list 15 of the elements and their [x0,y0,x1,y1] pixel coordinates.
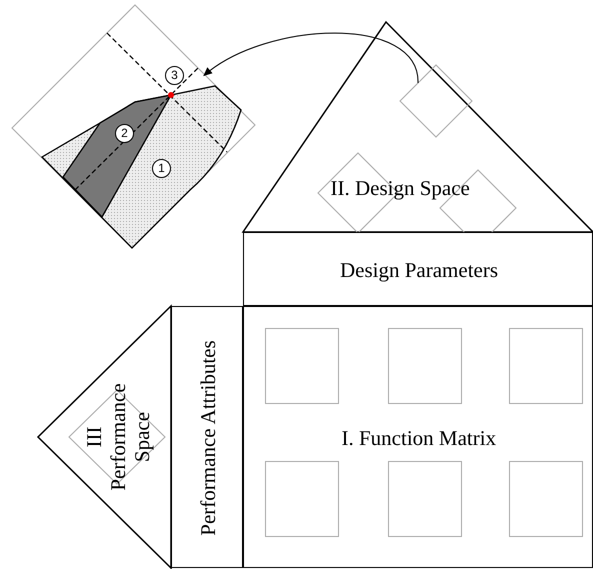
header-box [243,232,593,306]
node-label: I. Function Matrix [342,426,496,450]
node-label: III Performance Space [82,382,154,493]
arrow [203,32,418,84]
node-label: Performance Attributes [196,339,220,538]
square-outline [388,328,462,404]
node-label: Design Parameters [340,258,498,282]
column-box [171,306,243,568]
square-outline [265,328,339,404]
square-outline [509,328,583,404]
matrix-box [243,306,593,568]
square-outline [509,461,583,537]
square-outline [265,461,339,537]
square-outline [388,461,462,537]
node-label: II. Design Space [330,176,470,200]
